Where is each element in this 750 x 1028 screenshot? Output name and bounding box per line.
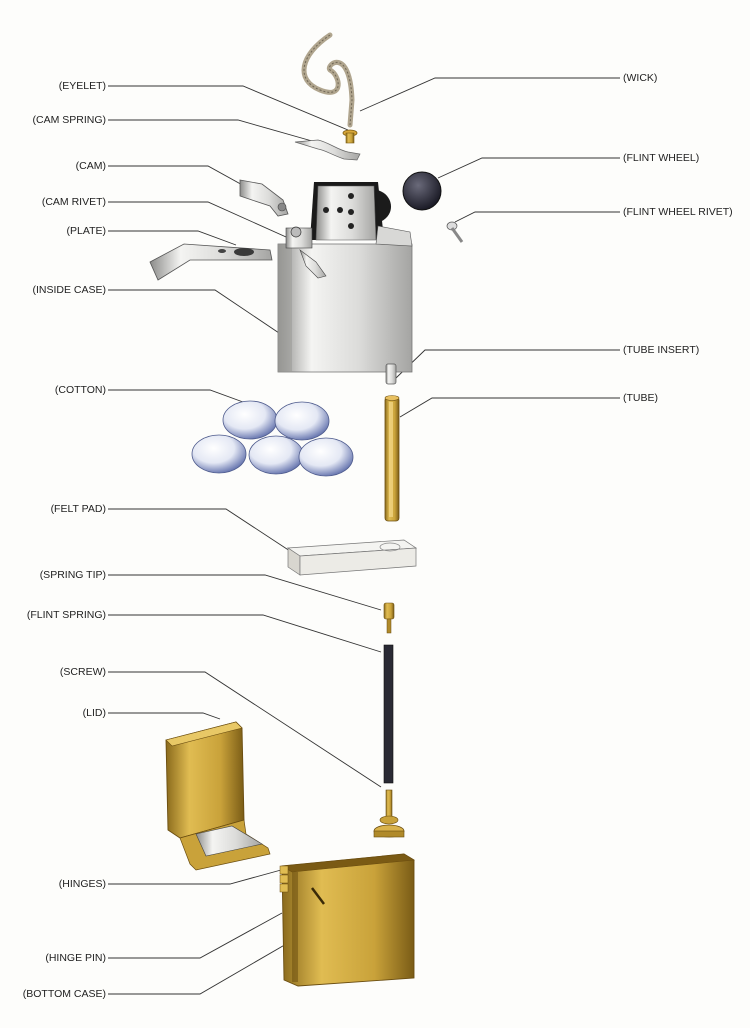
label-screw: (SCREW) (59, 666, 106, 678)
leader-lines (108, 77, 620, 995)
tube-insert-part (385, 363, 397, 385)
cam-spring-part (294, 139, 361, 161)
label-tube: (TUBE) (623, 392, 658, 404)
leader-eyelet (108, 85, 349, 131)
leader-cam-spring (108, 119, 313, 142)
leader-tube (399, 397, 620, 418)
leader-flint-wheel-rivet (454, 211, 620, 223)
leader-bottom-case (108, 942, 289, 995)
inside-case-part (277, 182, 413, 373)
screw-part (373, 789, 405, 838)
leader-wick (359, 77, 620, 112)
label-inside-case: (INSIDE CASE) (32, 284, 106, 296)
leader-flint-spring (108, 614, 382, 653)
leader-cam (108, 165, 247, 188)
leader-spring-tip (108, 574, 382, 611)
cotton-part (191, 400, 354, 477)
cam-part (239, 179, 289, 217)
leader-hinge-pin (108, 912, 283, 959)
leader-cotton (108, 389, 244, 403)
tube-part (384, 395, 400, 522)
label-bottom-case: (BOTTOM CASE) (22, 988, 106, 1000)
label-hinge-pin: (HINGE PIN) (45, 952, 106, 964)
label-felt-pad: (FELT PAD) (50, 503, 106, 515)
eyelet-part (342, 129, 358, 144)
leader-inside-case (108, 289, 280, 334)
leader-tube-insert (395, 349, 620, 379)
label-cam-rivet: (CAM RIVET) (41, 196, 106, 208)
flint-wheel-part (402, 171, 442, 211)
hinge-knuckles (279, 865, 289, 893)
leader-plate (108, 230, 237, 246)
label-flint-wheel-rivet: (FLINT WHEEL RIVET) (623, 206, 733, 218)
label-wick: (WICK) (623, 72, 658, 84)
label-flint-wheel: (FLINT WHEEL) (623, 152, 700, 164)
flint-wheel-rivet-part (446, 221, 464, 243)
label-eyelet: (EYELET) (58, 80, 106, 92)
leader-screw (108, 671, 382, 788)
label-plate: (PLATE) (66, 225, 106, 237)
label-cam-spring: (CAM SPRING) (32, 114, 107, 126)
label-cam: (CAM) (75, 160, 106, 172)
label-hinges: (HINGES) (58, 878, 106, 890)
label-cotton: (COTTON) (54, 384, 106, 396)
leader-lid (108, 712, 221, 720)
label-tube-insert: (TUBE INSERT) (623, 344, 700, 356)
bottom-case-part (279, 853, 415, 987)
spring-tip-part (383, 602, 395, 634)
leader-hinges (108, 869, 282, 885)
lid-part (165, 721, 271, 871)
leader-felt-pad (108, 508, 294, 554)
plate-part (149, 243, 273, 281)
label-spring-tip: (SPRING TIP) (39, 569, 106, 581)
leader-cam-rivet (108, 201, 296, 242)
label-lid: (LID) (82, 707, 106, 719)
flint-spring-part (383, 644, 394, 784)
wick-part (301, 32, 355, 128)
leader-flint-wheel (437, 157, 620, 179)
label-flint-spring: (FLINT SPRING) (26, 609, 106, 621)
felt-pad-part (286, 539, 418, 576)
